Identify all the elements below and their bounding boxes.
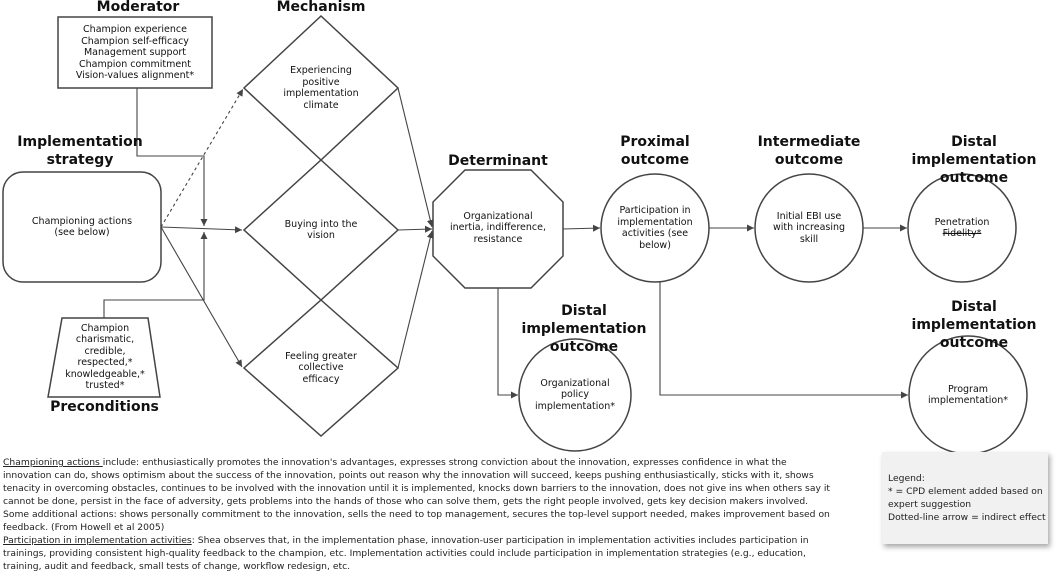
moderator-line-4: Champion commitment (78, 58, 191, 70)
proximal-heading: Proximal outcome (620, 134, 690, 168)
mechanism-2-text: Buying into the vision (284, 218, 358, 242)
arrow-strategy-to-buying (160, 226, 243, 234)
arrow-buying-to-determinant (397, 225, 433, 233)
moderator-text: Champion experience Champion self-effica… (60, 21, 210, 85)
fidelity-struck: Fidelity* (942, 228, 982, 239)
distal-policy-circle (518, 338, 632, 452)
legend-title: Legend: (888, 473, 925, 484)
intermediate-text: Initial EBI use with increasing skill (772, 210, 846, 245)
penetration-text: Penetration Fidelity* (922, 210, 1002, 246)
policy-text: Organizational policy implementation* (534, 377, 616, 412)
moderator-heading: Moderator (96, 0, 180, 15)
arrow-proximal-to-program (659, 282, 908, 399)
participation-note: Participation in implementation activiti… (3, 534, 833, 573)
preconditions-trapezoid (47, 317, 161, 398)
notes-block: Championing actions include: enthusiasti… (3, 456, 833, 573)
arrow-preconditions-link (103, 232, 208, 318)
arrow-climate-to-determinant (397, 87, 434, 228)
legend-line-2: expert suggestion (888, 499, 972, 510)
arrow-determinant-to-policy (497, 288, 518, 399)
distal-heading-penetration: Distal implementation outcome (911, 134, 1037, 186)
arrow-strategy-to-efficacy (160, 226, 243, 368)
championing-text: include: enthusiastically promotes the i… (3, 457, 830, 533)
legend-line-3: Dotted-line arrow = indirect effect (888, 512, 1046, 523)
mechanism-1-text: Experiencing positive implementation cli… (283, 65, 359, 111)
mechanism-diamond-3 (242, 298, 400, 438)
moderator-line-3: Management support (83, 47, 187, 59)
legend-box: Legend: * = CPD element added based on e… (882, 452, 1048, 544)
moderator-line-1: Champion experience (83, 24, 187, 36)
moderator-line-2: Champion self-efficacy (81, 35, 189, 47)
arrow-determinant-to-proximal (562, 224, 601, 232)
strategy-heading: Implementation strategy (17, 134, 143, 168)
mechanism-3-text: Feeling greater collective efficacy (285, 350, 357, 385)
mechanism-heading: Mechanism (276, 0, 366, 15)
proximal-text: Participation in implementation activiti… (617, 205, 693, 251)
distal-heading-program: Distal implementation outcome (911, 299, 1037, 351)
moderator-line-5: Vision-values alignment* (75, 70, 195, 82)
program-text: Program implementation* (927, 383, 1009, 407)
participation-label: Participation in implementation activiti… (3, 535, 192, 546)
arrow-efficacy-to-determinant (397, 230, 434, 369)
moderator-box (57, 16, 213, 89)
fidelity-label: Fidelity* (943, 228, 982, 240)
legend-line-1: * = CPD element added based on (888, 486, 1043, 497)
championing-label: Championing actions (3, 457, 103, 468)
determinant-heading: Determinant (448, 153, 548, 169)
arrow-strategy-to-climate (160, 88, 244, 228)
championing-note: Championing actions include: enthusiasti… (3, 456, 833, 534)
strategy-text: Championing actions (see below) (31, 215, 133, 239)
distal-heading-policy: Distal implementation outcome (521, 303, 647, 355)
determinant-text: Organizational inertia, indifference, re… (449, 210, 546, 245)
arrow-moderator-link (136, 88, 208, 226)
preconditions-heading: Preconditions (50, 399, 159, 415)
intermediate-heading: Intermediate outcome (757, 134, 861, 168)
distal-penetration-circle (907, 173, 1017, 283)
penetration-label: Penetration (934, 216, 990, 228)
preconditions-text: Champion charismatic, credible, respecte… (65, 322, 145, 392)
participation-text: : Shea observes that, in the implementat… (3, 535, 809, 572)
